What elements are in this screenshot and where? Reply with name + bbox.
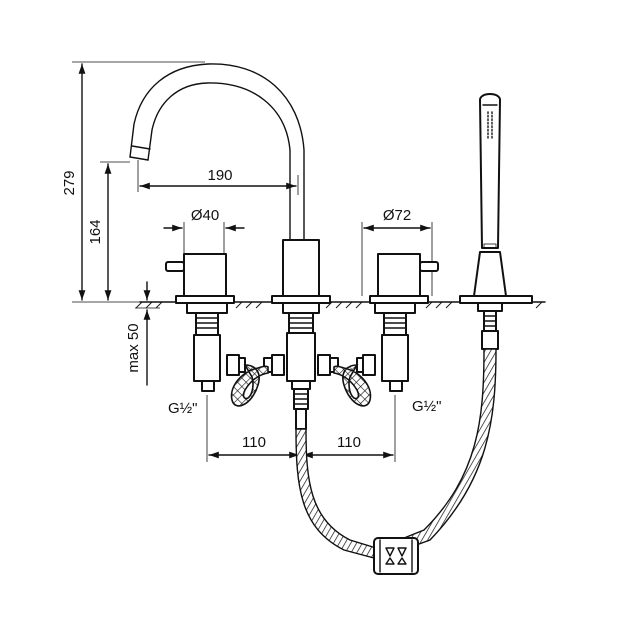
- dimension-deck-thickness: max 50: [125, 281, 160, 386]
- dimension-label-279: 279: [61, 170, 78, 195]
- dimension-spout-reach: 190: [137, 160, 299, 195]
- shower-nozzle-holes: [487, 111, 493, 141]
- deck-hatch-line: [245, 301, 253, 309]
- deck-hatch-line: [345, 301, 353, 309]
- dimension-handle-diameter: Ø40: [163, 207, 245, 260]
- deck-hatch-line: [145, 301, 153, 309]
- dimension-label-164: 164: [87, 219, 104, 244]
- deck-hatch-line: [335, 301, 343, 309]
- right-valve-handle: [369, 253, 439, 304]
- dimension-total-height: 279: [61, 61, 205, 303]
- dimension-escutcheon-diameter: Ø72: [361, 207, 433, 296]
- thread-label-right: G½": [412, 398, 442, 415]
- hand-shower: [459, 93, 533, 304]
- hose-weight: [373, 537, 419, 575]
- deck-hatch-line: [435, 301, 443, 309]
- dimension-label-d40: Ø40: [191, 207, 219, 224]
- dimension-spout-height: 164: [87, 161, 130, 301]
- dimension-label-d72: Ø72: [383, 207, 411, 224]
- left-valve-handle: [165, 253, 235, 304]
- deck-hatch-line: [425, 301, 433, 309]
- deck-hatch-line: [445, 301, 453, 309]
- deck-hatch-line: [535, 301, 543, 309]
- spout-body: [271, 239, 331, 304]
- spout: [129, 63, 305, 241]
- right-braided-hose: [333, 364, 372, 407]
- dimension-label-max50: max 50: [125, 323, 142, 372]
- left-braided-hose: [230, 364, 269, 407]
- deck-hatch-line: [255, 301, 263, 309]
- deck-hatch-line: [155, 301, 163, 309]
- thread-label-left: G½": [168, 400, 198, 417]
- dimension-label-110-right: 110: [337, 434, 361, 451]
- left-valve-body: [186, 302, 228, 392]
- center-mixer-body: [282, 302, 320, 430]
- right-valve-body: [374, 302, 416, 392]
- dimension-label-190: 190: [207, 167, 232, 184]
- deck-hatch-line: [355, 301, 363, 309]
- deck-hatch-line: [135, 301, 143, 309]
- deck-hatch-line: [235, 301, 243, 309]
- dimension-label-110-left: 110: [242, 434, 266, 451]
